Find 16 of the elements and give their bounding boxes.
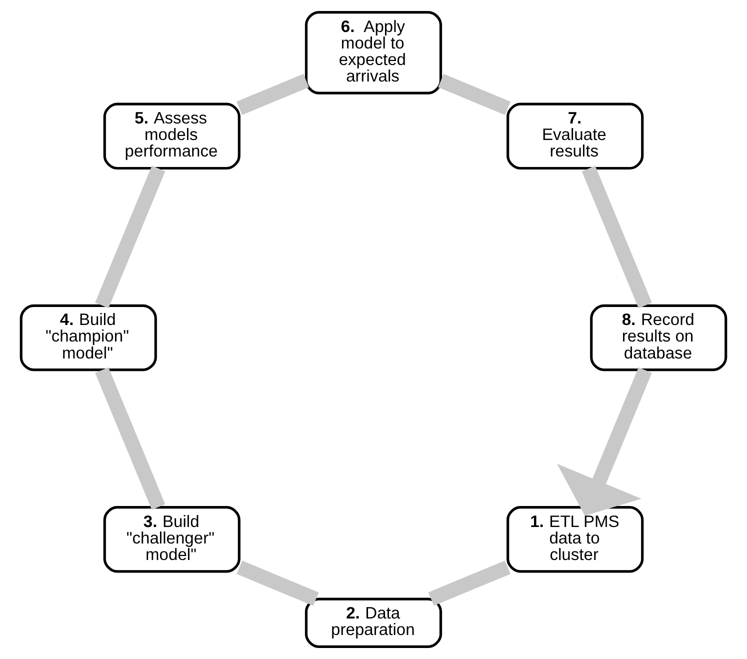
connector — [95, 166, 166, 308]
node-box: 8. Record results on database — [590, 304, 728, 372]
connector — [236, 74, 309, 115]
arrow — [556, 367, 652, 516]
connector — [582, 166, 652, 308]
node-box: 5. Assess models performance — [103, 102, 240, 170]
node-box: 1. ETL PMS data to cluster — [506, 506, 644, 573]
connector — [438, 74, 511, 115]
node-box: 3. Build "challenger" model" — [103, 506, 240, 573]
node-box: 4. Build "champion" model" — [20, 304, 157, 372]
node-box: 7. Evaluate results — [506, 102, 644, 170]
connector — [236, 560, 319, 606]
node-box: 2. Data preparation — [304, 598, 442, 648]
node-box: 6. Apply model to expected arrivals — [304, 11, 442, 94]
connector — [428, 560, 510, 606]
connector — [95, 367, 166, 510]
